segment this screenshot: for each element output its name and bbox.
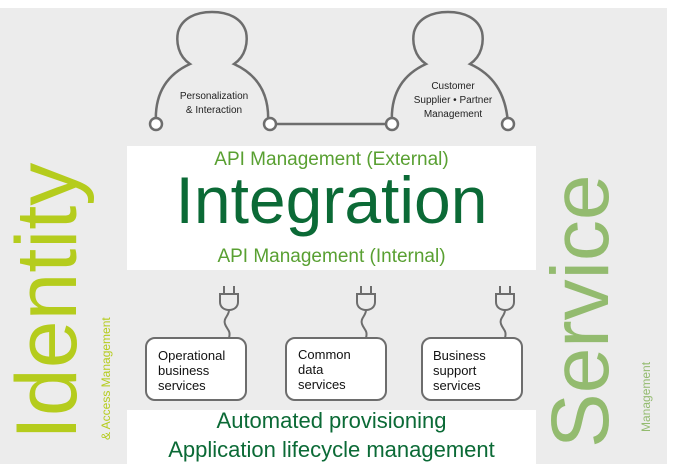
connector-node <box>500 116 516 132</box>
api-management-external: API Management (External) <box>214 149 449 170</box>
service-label-operational: Operational business services <box>158 348 226 393</box>
identity-panel <box>0 8 127 464</box>
integration-title: Integration <box>175 163 488 237</box>
persona-label-personalization: Personalization & Interaction <box>179 91 249 116</box>
automated-provisioning-label: Automated provisioning <box>216 408 447 433</box>
api-management-internal: API Management (Internal) <box>217 246 446 267</box>
plug-icon <box>495 286 515 339</box>
application-lifecycle-label: Application lifecycle management <box>168 437 495 462</box>
service-label-business-support: Business support services <box>433 348 486 393</box>
persona-1-icon <box>154 10 270 125</box>
connector-node <box>384 116 400 132</box>
service-box <box>285 337 387 401</box>
persona-2-icon <box>390 10 510 125</box>
persona-label-customer: Customer Supplier • Partner Management <box>413 81 493 120</box>
service-box <box>421 337 523 401</box>
plug-icon <box>356 286 376 339</box>
service-label-common-data: Common data services <box>298 347 351 392</box>
service-panel <box>536 8 667 464</box>
connector-node <box>262 116 278 132</box>
plug-icon <box>219 286 239 339</box>
connector-node <box>148 116 164 132</box>
service-box <box>145 337 247 401</box>
